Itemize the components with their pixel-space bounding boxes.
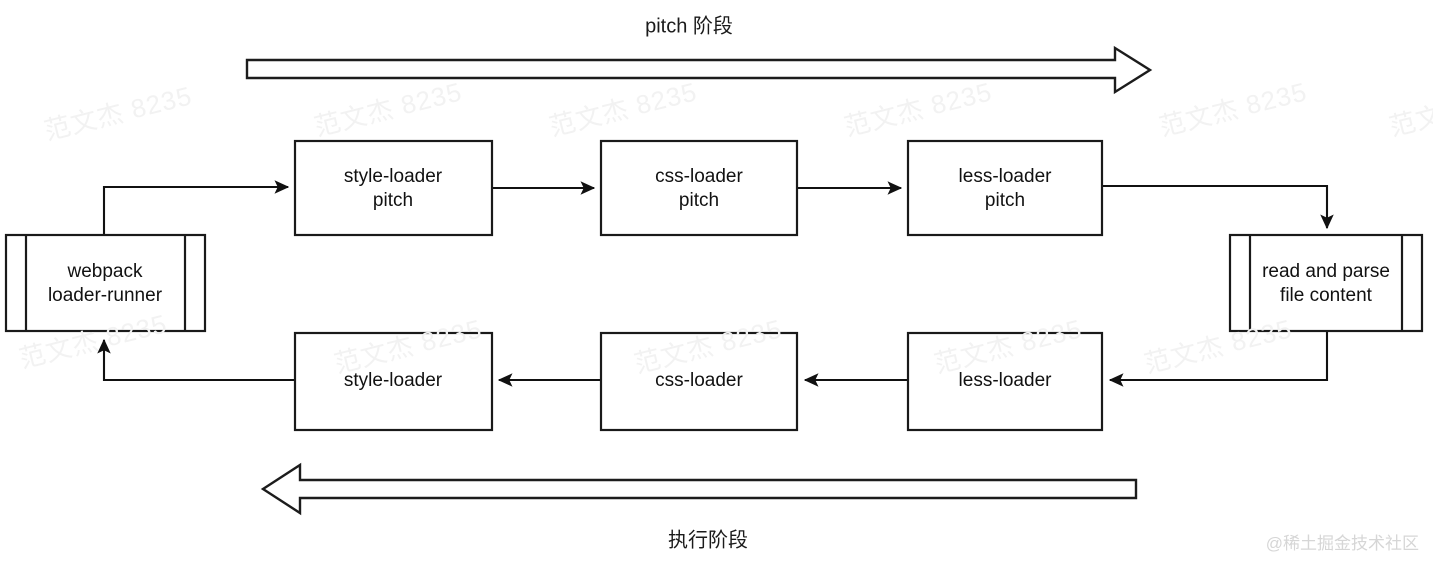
node-label-line1: style-loader [344,166,443,187]
node-label-line2: pitch [679,190,719,211]
node-label-line2: file content [1280,285,1373,306]
phase-label-bottom: 执行阶段 [668,528,748,551]
node-label-line1: css-loader [655,166,743,187]
node-label-line2: pitch [373,190,413,211]
node-style-loader-pitch[interactable]: style-loader pitch [293,139,494,237]
node-label-line2: pitch [985,190,1025,211]
node-read-and-parse-file-content[interactable]: read and parse file content [1228,233,1424,333]
connector-read-parse-to-less-loader [1108,331,1329,387]
phase-label-top: pitch 阶段 [645,14,733,37]
node-label-line1: less-loader [959,166,1053,187]
connector-runner-to-style-pitch [102,180,290,235]
node-less-loader-pitch[interactable]: less-loader pitch [906,139,1104,237]
node-label-line2: loader-runner [48,285,163,306]
node-label-line1: less-loader [959,370,1053,391]
node-css-loader[interactable]: css-loader [599,331,799,432]
node-css-loader-pitch[interactable]: css-loader pitch [599,139,799,237]
node-label-line1: style-loader [344,370,443,391]
node-label-line1: css-loader [655,370,743,391]
phase-arrow-execution [260,462,1138,516]
node-less-loader[interactable]: less-loader [906,331,1104,432]
node-label-line1: webpack [67,261,143,282]
node-webpack-loader-runner[interactable]: webpack loader-runner [4,233,207,333]
phase-arrow-pitch [245,45,1153,95]
node-label-line1: read and parse [1262,261,1390,282]
node-style-loader[interactable]: style-loader [293,331,494,432]
connector-style-loader-to-runner [97,338,295,382]
connector-less-pitch-to-read-parse [1102,184,1334,230]
